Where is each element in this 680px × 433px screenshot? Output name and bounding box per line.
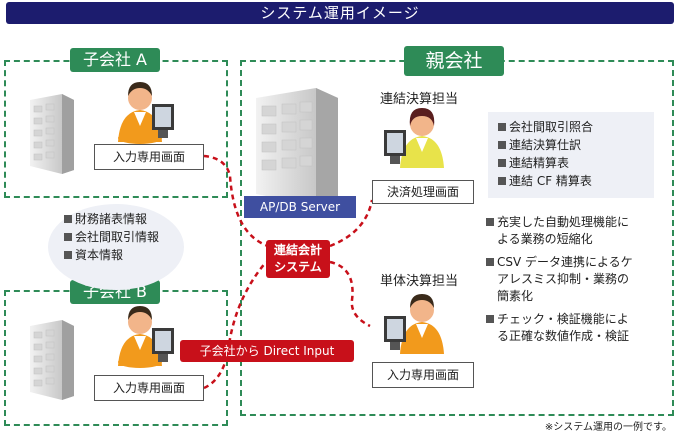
function-item: 連結 CF 精算表 — [498, 172, 593, 190]
info-item: 資本情報 — [64, 246, 159, 264]
benefit-list: 充実した自動処理機能に よる業務の短縮化 CSV データ連携によるケ アレスミス… — [486, 214, 633, 345]
parent-label: 親会社 — [404, 46, 504, 76]
building-icon — [30, 94, 74, 174]
consolidated-system-label: 連結会計 システム — [266, 240, 330, 278]
function-item: 連結精算表 — [498, 154, 593, 172]
connector-system-to-single — [329, 260, 371, 328]
benefit-item: CSV データ連携によるケ アレスミス抑制・業務の 簡素化 — [486, 254, 633, 305]
info-list: 財務諸表情報 会社間取引情報 資本情報 — [64, 210, 159, 264]
consolidated-process-screen[interactable]: 決済処理画面 — [372, 180, 474, 204]
person-at-computer-icon — [384, 294, 444, 354]
connector-a-to-system — [203, 154, 269, 248]
subsidiary-a-label: 子会社 A — [70, 48, 160, 72]
consolidated-role-label: 連結決算担当 — [380, 92, 459, 107]
subsidiary-a-input-screen[interactable]: 入力専用画面 — [94, 144, 204, 170]
direct-input-label: 子会社から Direct Input — [180, 340, 354, 362]
single-role-label: 単体決算担当 — [380, 274, 459, 289]
server-label: AP/DB Server — [244, 196, 356, 218]
function-list: 会社間取引照合 連結決算仕訳 連結精算表 連結 CF 精算表 — [498, 118, 593, 190]
single-input-screen[interactable]: 入力専用画面 — [372, 362, 474, 388]
info-item: 財務諸表情報 — [64, 210, 159, 228]
info-item: 会社間取引情報 — [64, 228, 159, 246]
person-at-computer-icon — [118, 306, 174, 368]
page-title: システム運用イメージ — [6, 2, 674, 24]
footnote: ※システム運用の一例です。 — [544, 422, 672, 433]
benefit-item: 充実した自動処理機能に よる業務の短縮化 — [486, 214, 633, 248]
building-icon — [30, 320, 74, 400]
person-at-computer-icon — [384, 108, 444, 168]
connector-b-to-system — [203, 261, 267, 390]
server-building-icon — [256, 88, 338, 206]
function-item: 会社間取引照合 — [498, 118, 593, 136]
function-list-box — [488, 112, 654, 198]
subsidiary-b-input-screen[interactable]: 入力専用画面 — [94, 375, 204, 401]
person-at-computer-icon — [118, 82, 174, 144]
benefit-item: チェック・検証機能によ る正確な数値作成・検証 — [486, 311, 633, 345]
function-item: 連結決算仕訳 — [498, 136, 593, 154]
